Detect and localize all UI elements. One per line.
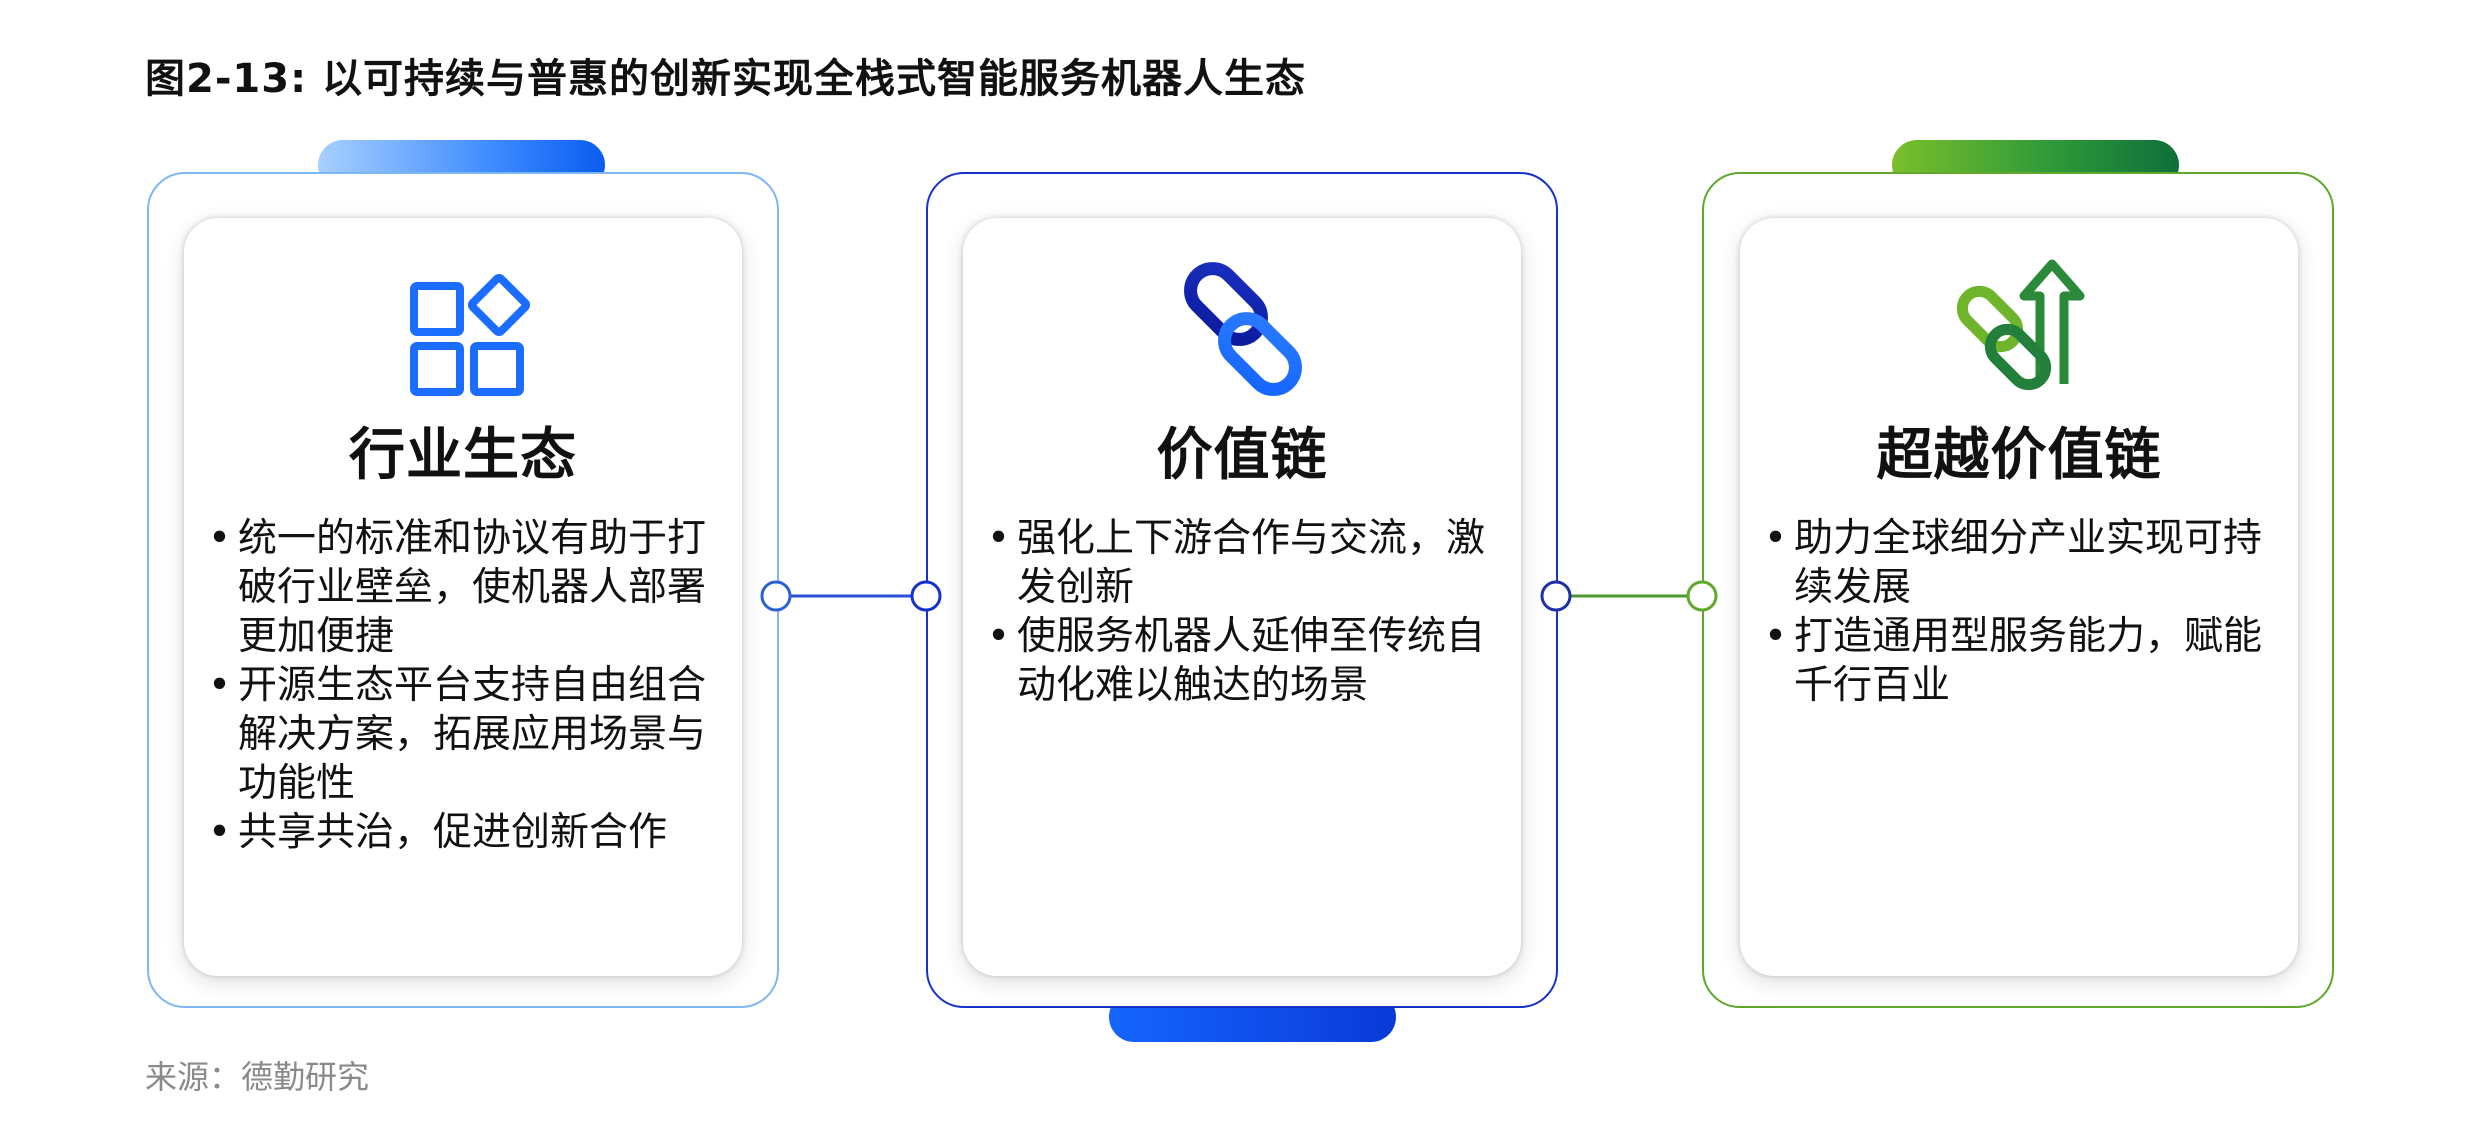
card-title: 行业生态 [349, 423, 577, 488]
bullet-item: 共享共治，促进创新合作 [206, 808, 724, 857]
chain-link-icon [1184, 262, 1302, 396]
grid-apps-icon [410, 273, 531, 396]
bullet-list: 强化上下游合作与交流，激发创新 使服务机器人延伸至传统自动化难以触达的场景 [985, 514, 1503, 710]
connector-node [910, 580, 942, 612]
bullet-item: 统一的标准和协议有助于打破行业壁垒，使机器人部署更加便捷 [206, 514, 724, 661]
bullet-item: 强化上下游合作与交流，激发创新 [985, 514, 1503, 612]
card-industry-ecosystem: 行业生态 统一的标准和协议有助于打破行业壁垒，使机器人部署更加便捷 开源生态平台… [184, 218, 742, 976]
bullet-item: 开源生态平台支持自由组合解决方案，拓展应用场景与功能性 [206, 661, 724, 808]
connector-node [760, 580, 792, 612]
connector-node [1686, 580, 1718, 612]
card-title: 超越价值链 [1876, 423, 2162, 488]
bullet-item: 打造通用型服务能力，赋能千行百业 [1762, 612, 2280, 710]
card-value-chain: 价值链 强化上下游合作与交流，激发创新 使服务机器人延伸至传统自动化难以触达的场… [963, 218, 1521, 976]
bullet-item: 使服务机器人延伸至传统自动化难以触达的场景 [985, 612, 1503, 710]
bullet-list: 助力全球细分产业实现可持续发展 打造通用型服务能力，赋能千行百业 [1762, 514, 2280, 710]
bullet-item: 助力全球细分产业实现可持续发展 [1762, 514, 2280, 612]
figure-title: 图2-13: 以可持续与普惠的创新实现全栈式智能服务机器人生态 [145, 56, 1307, 102]
source-note: 来源：德勤研究 [145, 1058, 370, 1096]
connector-node [1540, 580, 1572, 612]
card-title: 价值链 [1156, 423, 1328, 488]
chain-link-up-arrow-icon [1956, 259, 2085, 391]
card-beyond-value-chain: 超越价值链 助力全球细分产业实现可持续发展 打造通用型服务能力，赋能千行百业 [1740, 218, 2298, 976]
bullet-list: 统一的标准和协议有助于打破行业壁垒，使机器人部署更加便捷 开源生态平台支持自由组… [206, 514, 724, 857]
